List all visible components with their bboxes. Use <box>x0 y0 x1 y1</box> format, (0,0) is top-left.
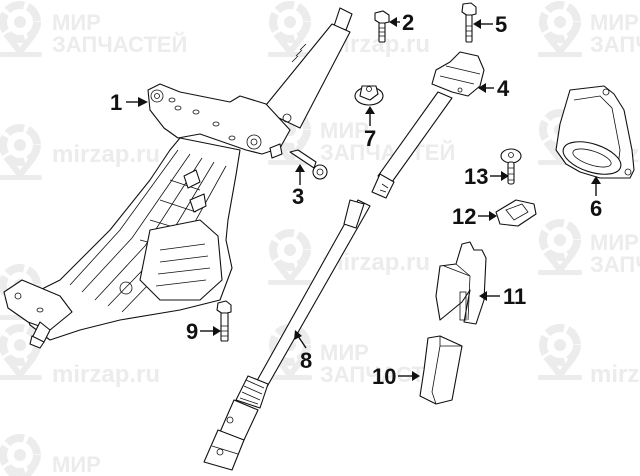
callout-label: 1 <box>110 90 122 115</box>
part-clip-12[interactable] <box>495 199 537 227</box>
watermark-brand: МИР <box>320 118 369 143</box>
callout-label: 5 <box>495 12 507 37</box>
watermark-brand: ЗАПЧАСТЕЙ <box>590 32 640 57</box>
callout-label: 6 <box>590 196 602 221</box>
part-screw-13[interactable] <box>500 148 522 185</box>
part-bolt-9[interactable] <box>216 300 232 342</box>
callout-label: 12 <box>452 204 476 229</box>
callout-label: 4 <box>497 76 510 101</box>
callout-10: 10 <box>372 364 420 389</box>
part-steering-column[interactable] <box>3 7 353 349</box>
part-boot-seal-6[interactable] <box>555 85 635 181</box>
watermark-brand: МИР <box>590 230 639 255</box>
part-universal-joint-4[interactable] <box>371 51 485 199</box>
callout-6: 6 <box>590 176 602 221</box>
watermark-brand: МИР <box>52 452 101 476</box>
callout-12: 12 <box>452 204 497 229</box>
callout-label: 13 <box>464 164 488 189</box>
callout-8: 8 <box>294 330 312 373</box>
callout-4: 4 <box>478 76 510 101</box>
watermark-brand: МИР <box>52 10 101 35</box>
part-stud-bolt-3[interactable] <box>289 149 328 180</box>
callout-label: 3 <box>292 184 304 209</box>
part-bolt-5[interactable] <box>461 2 477 43</box>
callout-7: 7 <box>364 106 376 151</box>
watermark-brand: ЗАПЧАСТЕЙ <box>590 252 640 277</box>
callout-5: 5 <box>473 12 507 37</box>
watermark-layer: МИР ЗАПЧАСТЕЙ mirzap.ru mirzap.ru МИР mi… <box>0 5 640 476</box>
part-intermediate-shaft-8[interactable] <box>203 199 371 471</box>
watermark-site: mirzap.ru <box>590 361 640 388</box>
part-cover-10[interactable] <box>419 335 463 405</box>
callout-9: 9 <box>186 319 221 344</box>
callout-label: 9 <box>186 319 198 344</box>
watermark-brand: МИР <box>320 340 369 365</box>
callout-label: 11 <box>503 284 526 309</box>
watermark-brand: ЗАПЧАСТЕЙ <box>320 140 455 165</box>
watermark-site: mirzap.ru <box>52 141 160 168</box>
callout-label: 2 <box>402 10 414 35</box>
callout-13: 13 <box>464 164 509 189</box>
callout-label: 7 <box>364 126 376 151</box>
part-cover-11[interactable] <box>435 241 487 325</box>
callout-1: 1 <box>110 90 148 115</box>
watermark-brand: МИР <box>590 10 639 35</box>
watermark-site: mirzap.ru <box>52 361 160 388</box>
callout-label: 8 <box>300 348 312 373</box>
callout-label: 10 <box>372 364 396 389</box>
part-flange-nut-7[interactable] <box>354 85 384 106</box>
callout-11: 11 <box>479 284 526 309</box>
watermark-brand: ЗАПЧАСТЕЙ <box>52 32 187 57</box>
callout-3: 3 <box>292 164 305 209</box>
callout-2: 2 <box>389 10 414 35</box>
part-bolt-2[interactable] <box>374 10 390 43</box>
